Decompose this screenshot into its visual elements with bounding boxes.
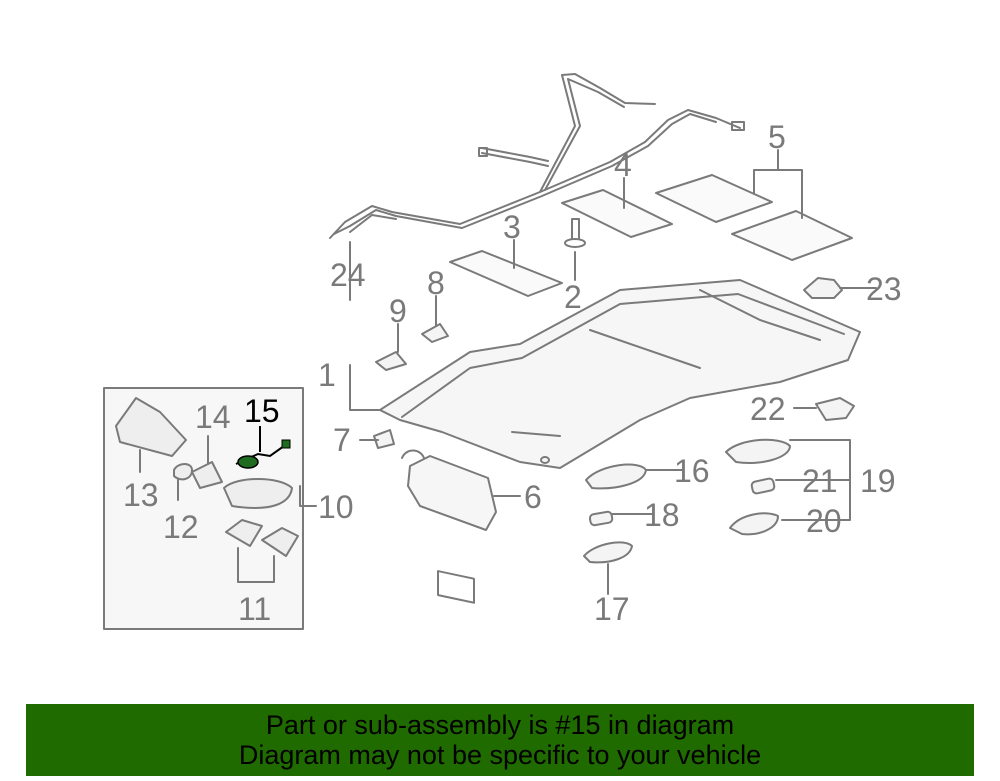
part-13-console bbox=[115, 397, 187, 457]
part-3-pad bbox=[449, 250, 563, 297]
part-10-console bbox=[223, 478, 293, 509]
callout-9: 9 bbox=[389, 293, 407, 329]
part-20-lamp-housing bbox=[729, 512, 779, 536]
part-5-pads bbox=[655, 174, 853, 261]
callout-16: 16 bbox=[674, 453, 710, 489]
callout-3: 3 bbox=[503, 209, 521, 245]
part-1-headliner bbox=[379, 279, 861, 469]
callout-21: 21 bbox=[802, 463, 838, 499]
callout-6: 6 bbox=[524, 479, 542, 515]
part-6-sunvisor bbox=[401, 449, 497, 604]
part-12-knob bbox=[173, 463, 193, 481]
part-8-clip bbox=[421, 323, 449, 343]
callout-18: 18 bbox=[644, 497, 680, 533]
callout-20: 20 bbox=[806, 503, 842, 539]
callout-7: 7 bbox=[333, 422, 351, 458]
part-19-lamp bbox=[725, 438, 791, 464]
callout-1: 1 bbox=[318, 357, 336, 393]
callout-23: 23 bbox=[866, 271, 902, 307]
callout-17: 17 bbox=[594, 591, 630, 627]
part-24-wiring-harness bbox=[329, 73, 745, 239]
part-16-lens bbox=[585, 463, 647, 490]
callout-13: 13 bbox=[123, 477, 159, 513]
part-15-wire-harness bbox=[235, 426, 291, 469]
part-7-bracket bbox=[373, 429, 395, 449]
part-17-lamp bbox=[583, 541, 633, 564]
leader-lines bbox=[139, 149, 877, 595]
callout-11: 11 bbox=[238, 591, 271, 627]
info-banner: Part or sub-assembly is #15 in diagram D… bbox=[26, 704, 974, 776]
callout-12: 12 bbox=[163, 509, 199, 545]
callout-24: 24 bbox=[330, 257, 366, 293]
callout-8: 8 bbox=[427, 265, 445, 301]
callout-4: 4 bbox=[614, 147, 632, 183]
part-18-bulb bbox=[588, 510, 614, 527]
part-11-cover-right bbox=[261, 527, 299, 557]
callout-14: 14 bbox=[195, 399, 231, 435]
callout-22: 22 bbox=[750, 391, 786, 427]
part-2-clip bbox=[564, 218, 586, 248]
callout-19: 19 bbox=[860, 463, 896, 499]
banner-line-2: Diagram may not be specific to your vehi… bbox=[238, 740, 762, 770]
part-14-bracket bbox=[191, 461, 223, 489]
part-9-clip bbox=[375, 351, 407, 371]
callout-15: 15 bbox=[244, 393, 280, 429]
callout-2: 2 bbox=[564, 279, 582, 315]
callout-10: 10 bbox=[318, 489, 354, 525]
part-11-cover-left bbox=[225, 519, 263, 547]
part-23-bracket bbox=[803, 277, 843, 299]
banner-line-1: Part or sub-assembly is #15 in diagram bbox=[265, 710, 735, 740]
part-22-bracket bbox=[815, 397, 855, 421]
part-21-bulb bbox=[750, 477, 776, 495]
part-4-pad bbox=[561, 189, 673, 238]
callout-5: 5 bbox=[768, 119, 786, 155]
